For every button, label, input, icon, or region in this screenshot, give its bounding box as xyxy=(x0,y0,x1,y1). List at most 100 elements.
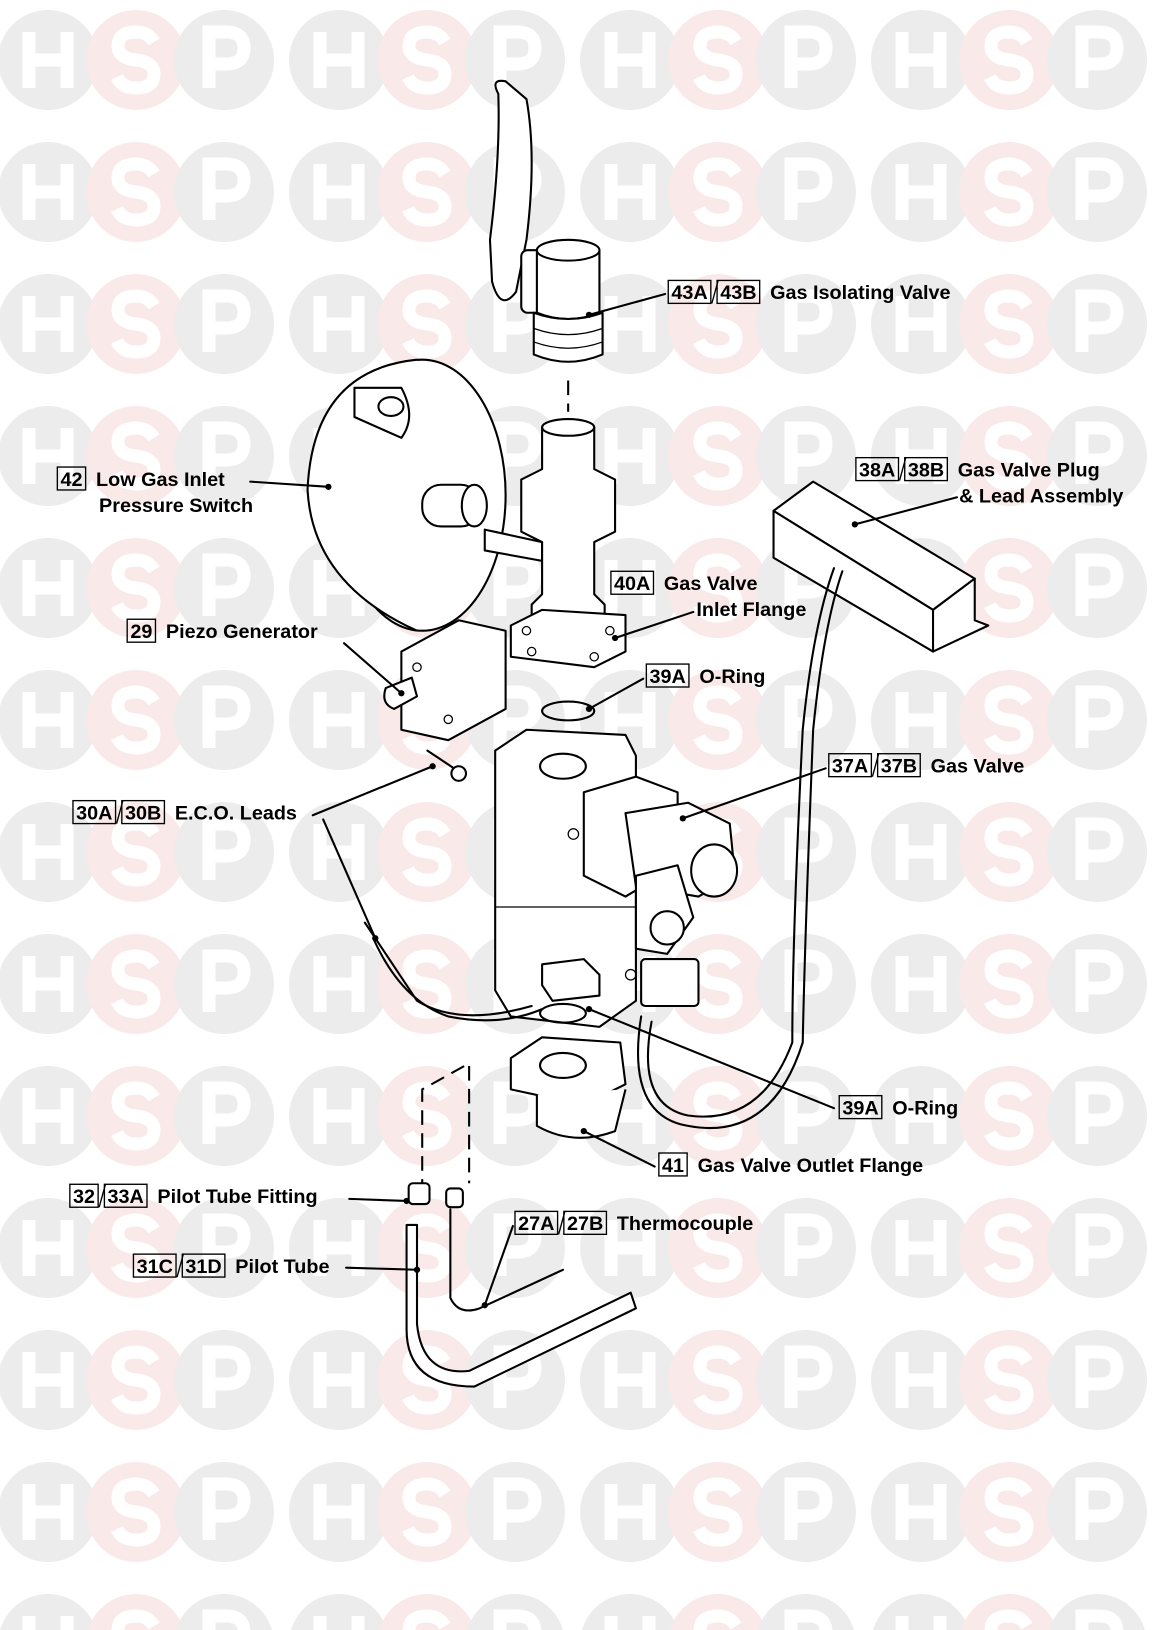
part-number: 42 xyxy=(60,469,82,491)
watermark-mark xyxy=(580,1330,680,1430)
watermark-letter-glyph xyxy=(111,25,161,95)
watermark-letter-glyph xyxy=(604,428,656,484)
watermark-letter-glyph xyxy=(22,1484,74,1540)
watermark-mark xyxy=(756,934,856,1034)
watermark-mark xyxy=(871,802,971,902)
watermark-letter-glyph xyxy=(22,296,74,352)
watermark-letter-glyph xyxy=(402,817,452,887)
watermark-letter-glyph xyxy=(1075,685,1124,748)
part-number: 43B xyxy=(720,282,756,304)
part-number: 32 xyxy=(73,1186,95,1208)
watermark-letter-glyph xyxy=(111,553,161,623)
watermark-letter-glyph xyxy=(784,685,833,748)
watermark-mark xyxy=(174,1330,274,1430)
watermark-letter-glyph xyxy=(984,817,1034,887)
watermark-letter-glyph xyxy=(313,1352,365,1408)
watermark-letter-glyph xyxy=(22,692,74,748)
watermark-mark xyxy=(0,1066,98,1166)
watermark-letter-glyph xyxy=(22,824,74,880)
watermark-letter-glyph xyxy=(313,1484,365,1540)
watermark-letter-glyph xyxy=(202,949,251,1012)
watermark-mark xyxy=(174,670,274,770)
watermark-mark xyxy=(465,10,565,110)
watermark-letter-glyph xyxy=(895,956,947,1012)
watermark-letter-glyph xyxy=(1075,421,1124,484)
watermark-letter-glyph xyxy=(1075,1477,1124,1540)
part-number-box xyxy=(716,279,761,305)
watermark-letter-glyph xyxy=(22,1352,74,1408)
watermark-mark xyxy=(756,802,856,902)
watermark-letter-glyph xyxy=(402,289,452,359)
watermark-mark xyxy=(1047,142,1147,242)
watermark-letter-glyph xyxy=(202,157,251,220)
gas-isolating-valve-drawing xyxy=(488,79,604,412)
watermark-letter-glyph xyxy=(784,1477,833,1540)
watermark-mark xyxy=(668,10,768,110)
watermark-letter-glyph xyxy=(402,1213,452,1283)
watermark-mark xyxy=(0,670,98,770)
part-number-box xyxy=(56,466,87,491)
gas-valve-drawing xyxy=(494,728,739,1028)
watermark-letter-glyph xyxy=(784,289,833,352)
part-number: 37A xyxy=(832,755,868,777)
watermark-mark xyxy=(871,1462,971,1562)
watermark-mark xyxy=(289,802,389,902)
watermark-mark xyxy=(86,274,186,374)
watermark-mark xyxy=(1047,1066,1147,1166)
part-description: Gas Valve xyxy=(664,573,758,595)
watermark-mark xyxy=(756,274,856,374)
watermark-mark xyxy=(291,1594,387,1630)
watermark-letter-glyph xyxy=(202,421,251,484)
watermark-mark xyxy=(961,1594,1057,1630)
part-description: Gas Valve Plug xyxy=(958,459,1100,481)
watermark-letter-glyph xyxy=(604,32,656,88)
watermark-letter-glyph xyxy=(693,289,743,359)
watermark-mark xyxy=(668,1330,768,1430)
watermark-letter-glyph xyxy=(22,956,74,1012)
watermark-mark xyxy=(174,802,274,902)
part-number: 39A xyxy=(842,1097,878,1119)
watermark-mark xyxy=(1047,274,1147,374)
part-number-box xyxy=(514,1210,559,1235)
watermark-letter-glyph xyxy=(22,428,74,484)
watermark-letter-glyph xyxy=(784,1609,833,1630)
watermark-letter-glyph xyxy=(984,685,1034,755)
watermark-mark xyxy=(377,802,477,902)
part-description: & Lead Assembly xyxy=(959,485,1123,507)
watermark-mark xyxy=(0,1594,96,1630)
watermark-mark xyxy=(959,406,1059,506)
watermark-mark xyxy=(0,406,98,506)
part-number-box xyxy=(121,799,166,825)
watermark-letter-glyph xyxy=(402,1345,452,1415)
watermark-letter-glyph xyxy=(1075,1081,1124,1144)
watermark-letter-glyph xyxy=(604,1220,656,1276)
watermark-letter-glyph xyxy=(22,1616,74,1630)
watermark-letter-glyph xyxy=(604,164,656,220)
watermark-mark xyxy=(871,934,971,1034)
watermark-mark xyxy=(959,1330,1059,1430)
watermark-letter-glyph xyxy=(402,157,452,227)
watermark-letter-glyph xyxy=(984,1081,1034,1151)
watermark-letter-glyph xyxy=(693,553,743,623)
watermark-mark xyxy=(289,1198,389,1298)
watermark-mark xyxy=(88,1594,184,1630)
watermark-letter-glyph xyxy=(784,157,833,220)
watermark-letter-glyph xyxy=(1075,817,1124,880)
watermark-letter-glyph xyxy=(111,1345,161,1415)
watermark-letter-glyph xyxy=(895,1616,947,1630)
watermark-mark xyxy=(289,670,389,770)
watermark-mark xyxy=(0,1462,98,1562)
watermark-letter-glyph xyxy=(693,157,743,227)
watermark-mark xyxy=(0,274,98,374)
part-description: Pilot Tube xyxy=(235,1256,329,1278)
part-number: 38B xyxy=(908,459,944,481)
watermark-letter-glyph xyxy=(784,421,833,484)
part-number: 43A xyxy=(671,282,707,304)
part-number-box xyxy=(69,1183,99,1208)
watermark-mark xyxy=(1049,1594,1145,1630)
